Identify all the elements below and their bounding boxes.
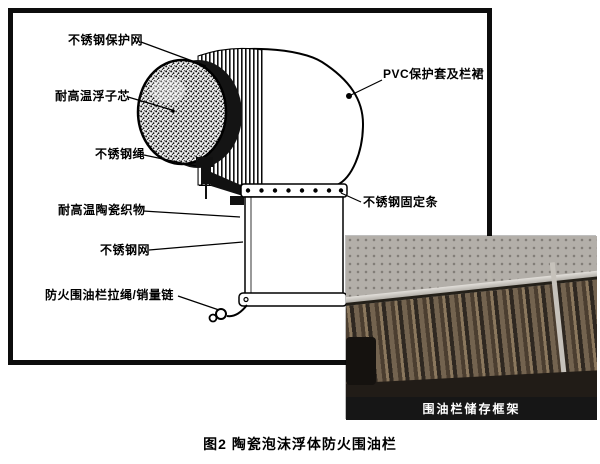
storage-photo-image	[346, 236, 597, 397]
photo-caption-bar: 围油栏储存框架	[346, 397, 597, 420]
storage-photo: 围油栏储存框架	[346, 236, 597, 420]
label-fixing-strip: 不锈钢固定条	[363, 195, 439, 209]
boom-skirt	[238, 196, 348, 307]
label-steel-mesh: 不锈钢网	[100, 243, 151, 257]
label-ceramic-fabric: 耐高温陶瓷织物	[58, 203, 146, 217]
label-pvc-cover: PVC保护套及栏裙	[383, 67, 485, 81]
photo-caption: 围油栏储存框架	[422, 402, 521, 416]
label-steel-rope: 不锈钢绳	[95, 147, 146, 161]
label-pull-rope-chain: 防火围油栏拉绳/销量链	[45, 288, 174, 302]
label-float-core: 耐高温浮子芯	[55, 89, 131, 103]
label-protective-mesh: 不锈钢保护网	[68, 33, 144, 47]
dark-drum	[346, 337, 376, 385]
steel-rope-fitting	[196, 157, 244, 205]
pull-rope-chain	[208, 304, 248, 323]
callout-lines	[127, 41, 383, 311]
fixing-strip	[240, 183, 348, 198]
float-end-face	[136, 58, 242, 168]
figure-caption: 图2 陶瓷泡沫浮体防火围油栏	[203, 436, 397, 452]
